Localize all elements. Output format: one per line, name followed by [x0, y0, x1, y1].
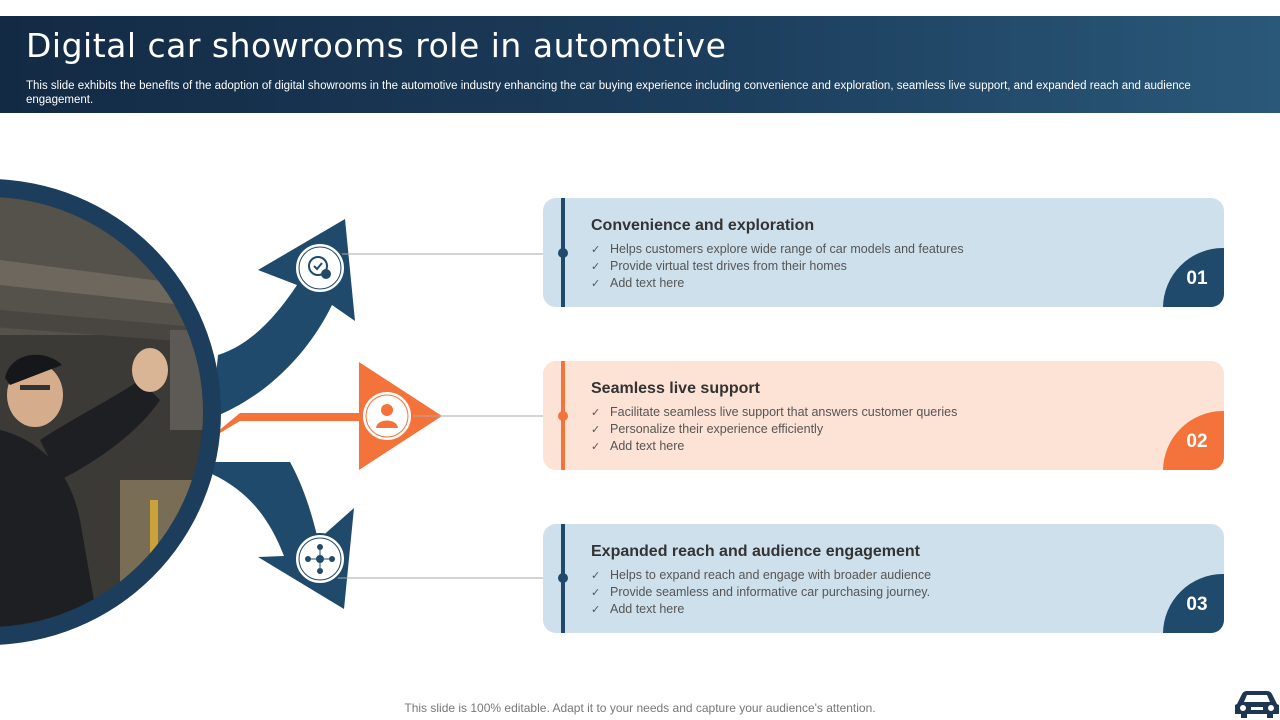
bullet-item: ✓ Provide seamless and informative car pu… — [591, 584, 931, 601]
connector-dot — [558, 248, 568, 258]
clock-24-hours-icon — [294, 242, 346, 294]
card-title: Expanded reach and audience engagement — [591, 543, 920, 560]
bullet-item: ✓ Add text here — [591, 275, 964, 292]
bullet-text: Facilitate seamless live support that an… — [610, 405, 958, 419]
slide-subtitle: This slide exhibits the benefits of the … — [26, 80, 1191, 106]
card-expanded-reach: Expanded reach and audience engagement ✓… — [543, 524, 1224, 633]
card-convenience: Convenience and exploration ✓ Helps custo… — [543, 198, 1224, 307]
card-title: Seamless live support — [591, 380, 760, 397]
bullet-item: ✓ Facilitate seamless live support that a… — [591, 404, 957, 421]
bullet-text: Add text here — [610, 276, 685, 290]
bullet-item: ✓ Add text here — [591, 601, 931, 618]
bullet-text: Add text here — [610, 602, 685, 616]
support-agent-icon — [361, 390, 413, 442]
check-icon: ✓ — [591, 407, 601, 419]
mechanic-photo — [0, 197, 203, 627]
connector-dot — [558, 411, 568, 421]
bullet-text: Provide seamless and informative car pur… — [610, 585, 931, 599]
bullet-text: Personalize their experience efficiently — [610, 422, 824, 436]
footer-note: This slide is 100% editable. Adapt it to… — [404, 701, 876, 715]
check-icon: ✓ — [591, 587, 601, 599]
slide-title: Digital car showrooms role in automotive — [26, 26, 727, 65]
bullet-text: Helps customers explore wide range of ca… — [610, 242, 964, 256]
check-icon: ✓ — [591, 278, 601, 290]
number-badge: 02 — [1163, 411, 1224, 470]
bullet-item: ✓ Helps customers explore wide range of c… — [591, 241, 964, 258]
check-icon: ✓ — [591, 244, 601, 256]
card-bullets: ✓ Helps to expand reach and engage with b… — [591, 567, 931, 618]
car-icon — [1235, 691, 1279, 718]
card-bullets: ✓ Facilitate seamless live support that a… — [591, 404, 957, 455]
badge-number: 02 — [1186, 431, 1208, 452]
check-icon: ✓ — [591, 261, 601, 273]
bullet-item: ✓ Provide virtual test drives from their … — [591, 258, 964, 275]
bullet-item: ✓ Personalize their experience efficientl… — [591, 421, 957, 438]
bullet-text: Provide virtual test drives from their h… — [610, 259, 847, 273]
connector-dot — [558, 573, 568, 583]
card-title: Convenience and exploration — [591, 217, 815, 234]
bottom-arrow — [212, 462, 354, 609]
bullet-text: Helps to expand reach and engage with br… — [610, 568, 932, 582]
middle-arrow — [205, 362, 442, 470]
check-icon: ✓ — [591, 570, 601, 582]
bullet-item: ✓ Helps to expand reach and engage with b… — [591, 567, 931, 584]
header-banner: Digital car showrooms role in automotive… — [0, 16, 1280, 113]
number-badge: 01 — [1163, 248, 1224, 307]
bullet-item: ✓ Add text here — [591, 438, 957, 455]
card-bullets: ✓ Helps customers explore wide range of c… — [591, 241, 964, 292]
audience-network-icon — [294, 533, 346, 585]
check-icon: ✓ — [591, 441, 601, 453]
check-icon: ✓ — [591, 604, 601, 616]
check-icon: ✓ — [591, 424, 601, 436]
bullet-text: Add text here — [610, 439, 685, 453]
arrow-graphic — [0, 179, 560, 645]
number-badge: 03 — [1163, 574, 1224, 633]
badge-number: 01 — [1186, 268, 1208, 289]
card-live-support: Seamless live support ✓ Facilitate seamle… — [543, 361, 1224, 470]
badge-number: 03 — [1186, 594, 1208, 615]
